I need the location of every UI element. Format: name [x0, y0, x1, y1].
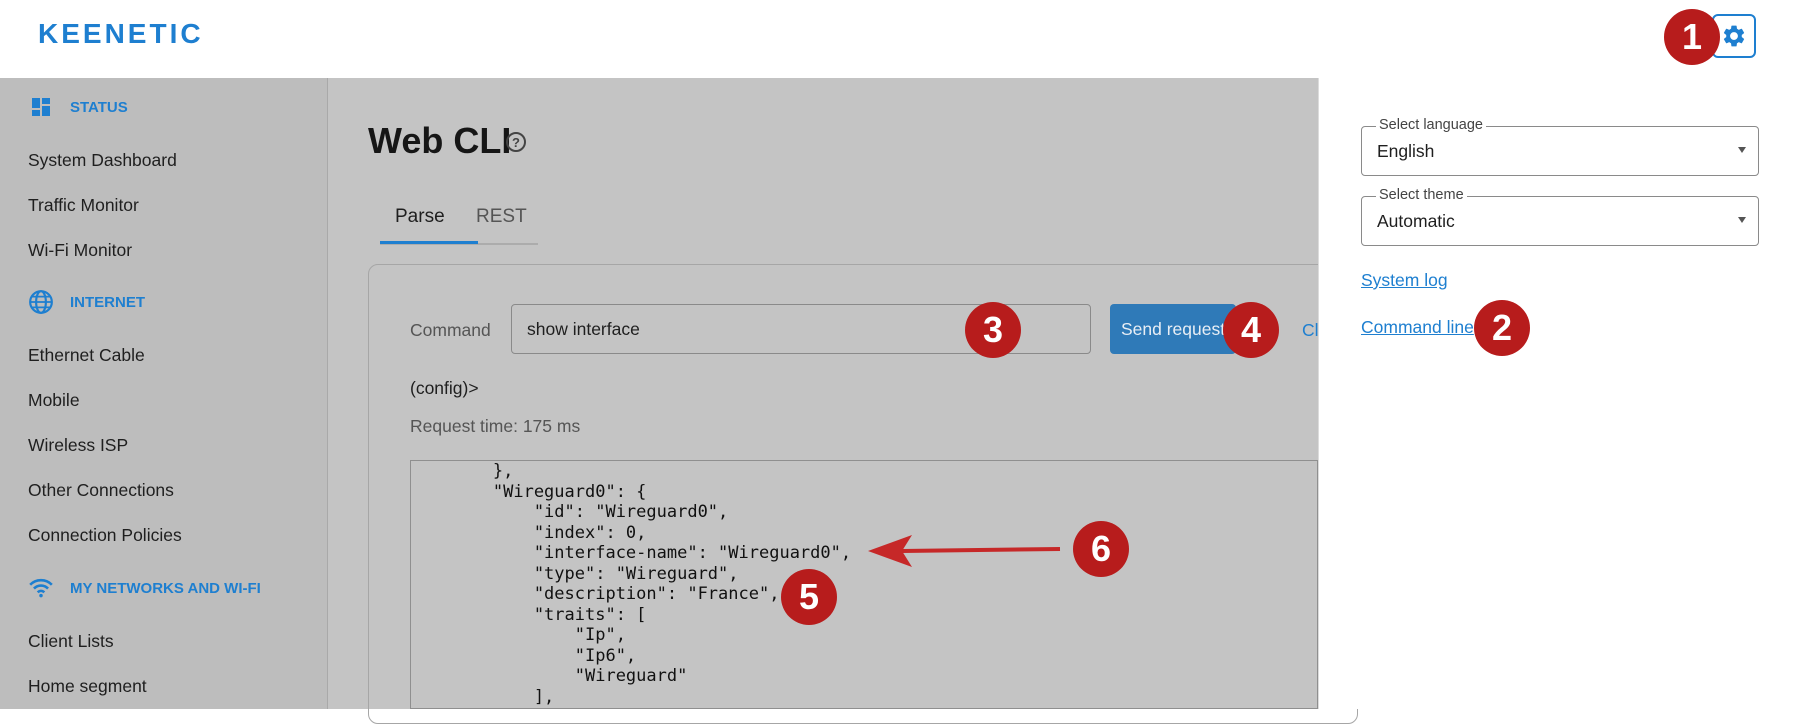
wifi-icon [28, 575, 54, 601]
cli-prompt: (config)> [410, 378, 479, 398]
tab-parse[interactable]: Parse [395, 206, 445, 227]
cli-output[interactable]: }, "Wireguard0": { "id": "Wireguard0", "… [410, 460, 1318, 709]
sidebar-section-label: MY NETWORKS AND WI-FI [70, 579, 261, 597]
settings-panel: Select language English Select theme Aut… [1318, 78, 1800, 709]
request-time: Request time: 175 ms [410, 416, 581, 436]
output-line: "id": "Wireguard0", [411, 502, 729, 522]
sidebar-item-system-dashboard[interactable]: System Dashboard [28, 150, 177, 170]
output-line: "description": "France", [411, 584, 780, 604]
language-select[interactable]: Select language English [1361, 117, 1759, 176]
sidebar: STATUS System Dashboard Traffic Monitor … [0, 78, 328, 709]
gear-icon [1723, 25, 1745, 47]
active-tab-indicator [380, 241, 478, 244]
annotation-marker-3: 3 [965, 302, 1021, 358]
help-circle-icon[interactable]: ? [506, 132, 526, 152]
sidebar-item-wifi-monitor[interactable]: Wi-Fi Monitor [28, 240, 133, 260]
theme-select-label: Select theme [1376, 187, 1467, 203]
output-line: "Wireguard0": { [411, 481, 647, 502]
chevron-down-icon [1738, 147, 1746, 153]
output-line: "Ip", [411, 625, 626, 645]
sidebar-section-status[interactable]: STATUS [28, 94, 128, 120]
sidebar-item-traffic-monitor[interactable]: Traffic Monitor [28, 195, 139, 215]
keenetic-logo[interactable]: KEENETIC [38, 18, 204, 49]
theme-select-value: Automatic [1377, 211, 1455, 231]
tab-rest[interactable]: REST [476, 206, 527, 227]
sidebar-item-client-lists[interactable]: Client Lists [28, 631, 114, 651]
language-select-value: English [1377, 141, 1435, 161]
output-line: "Ip6", [411, 645, 637, 666]
tabs-divider [380, 243, 538, 245]
command-label: Command [410, 320, 491, 340]
output-line: "Wireguard" [411, 666, 688, 686]
sidebar-section-internet[interactable]: INTERNET [28, 289, 145, 315]
output-line: }, [411, 461, 514, 481]
annotation-marker-1: 1 [1664, 9, 1720, 65]
sidebar-item-wireless-isp[interactable]: Wireless ISP [28, 435, 129, 455]
output-line: "type": "Wireguard", [411, 563, 739, 584]
annotation-marker-5: 5 [781, 569, 837, 625]
output-line: "traits": [ [411, 604, 647, 625]
language-select-label: Select language [1376, 117, 1486, 133]
system-log-link[interactable]: System log [1361, 270, 1448, 290]
clear-button[interactable]: Cl [1302, 320, 1319, 340]
output-line: "index": 0, [411, 522, 647, 543]
annotation-marker-4: 4 [1223, 302, 1279, 358]
chevron-down-icon [1738, 217, 1746, 223]
dashboard-icon [28, 94, 54, 120]
sidebar-item-home-segment[interactable]: Home segment [28, 676, 147, 696]
sidebar-item-ethernet-cable[interactable]: Ethernet Cable [28, 345, 145, 365]
send-request-button[interactable]: Send request [1110, 304, 1236, 354]
top-header: KEENETIC [0, 0, 1800, 78]
command-line-link[interactable]: Command line [1361, 317, 1474, 337]
theme-select[interactable]: Select theme Automatic [1361, 187, 1759, 246]
sidebar-item-other-connections[interactable]: Other Connections [28, 480, 174, 500]
sidebar-item-connection-policies[interactable]: Connection Policies [28, 525, 182, 545]
globe-icon [28, 289, 54, 315]
page-title: Web CLI [368, 120, 512, 161]
output-line: ], [411, 686, 555, 707]
sidebar-section-label: INTERNET [70, 293, 145, 311]
output-line: "interface-name": "Wireguard0", [411, 543, 852, 563]
sidebar-item-mobile[interactable]: Mobile [28, 390, 80, 410]
sidebar-section-label: STATUS [70, 98, 128, 116]
sidebar-section-my-networks[interactable]: MY NETWORKS AND WI-FI [28, 575, 261, 601]
annotation-marker-6: 6 [1073, 521, 1129, 577]
annotation-marker-2: 2 [1474, 300, 1530, 356]
